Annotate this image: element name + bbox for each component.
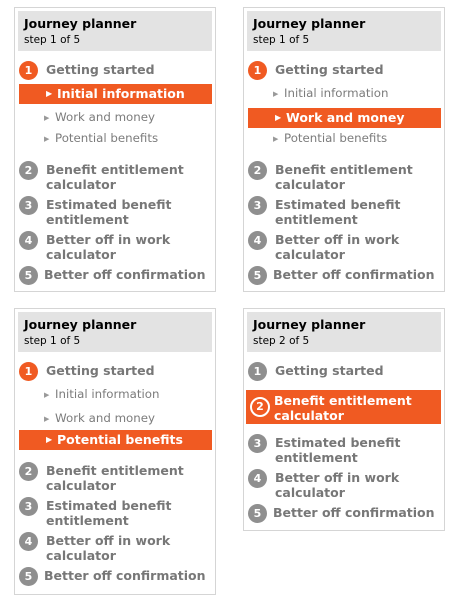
panel-title: Journey planner: [253, 317, 366, 332]
triangle-right-icon: ▶: [46, 435, 53, 444]
triangle-right-icon: ▶: [46, 89, 53, 98]
substep-potential-benefits[interactable]: ▶ Potential benefits: [44, 130, 213, 146]
triangle-right-icon: ▶: [44, 114, 50, 122]
step-number-badge: 5: [248, 504, 267, 523]
step-indicator: step 1 of 5: [253, 34, 310, 46]
step-number-badge: 4: [248, 469, 267, 488]
panel-header: Journey planner step 1 of 5: [18, 312, 212, 352]
substep-label: Potential benefits: [284, 131, 388, 145]
substep-label: Work and money: [286, 110, 405, 125]
substep-label: Potential benefits: [55, 131, 159, 145]
step-label: Getting started: [46, 62, 155, 77]
step-number-badge: 4: [19, 231, 38, 250]
triangle-right-icon: ▶: [273, 135, 279, 143]
step-label: Better off confirmation: [273, 267, 435, 282]
substep-label: Initial information: [284, 86, 389, 100]
step-benefit-entitlement-calculator[interactable]: 2 Benefit entitlement calculator: [246, 390, 441, 424]
step-label: Benefit entitlement calculator: [275, 162, 413, 192]
journey-planner-panel-4: Journey planner step 2 of 5 1 Getting st…: [243, 308, 445, 531]
step-number-badge: 4: [19, 532, 38, 551]
step-number-badge: 2: [250, 397, 270, 417]
step-number-badge: 5: [19, 266, 38, 285]
step-number-badge: 3: [248, 434, 267, 453]
step-number-badge: 1: [248, 362, 267, 381]
step-label: Getting started: [46, 363, 155, 378]
step-label: Estimated benefit entitlement: [275, 197, 401, 227]
step-label: Benefit entitlement calculator: [274, 393, 412, 423]
step-label: Benefit entitlement calculator: [46, 463, 184, 493]
step-label: Better off confirmation: [44, 568, 206, 583]
substep-work-and-money[interactable]: ▶ Work and money: [44, 410, 213, 426]
step-number-badge: 4: [248, 231, 267, 250]
step-number-badge: 1: [248, 61, 267, 80]
step-number-badge: 2: [19, 161, 38, 180]
substep-label: Initial information: [57, 86, 185, 101]
substep-work-and-money[interactable]: ▶ Work and money: [44, 109, 213, 125]
panel-title: Journey planner: [253, 16, 366, 31]
step-number-badge: 1: [19, 362, 38, 381]
step-number-badge: 5: [19, 567, 38, 586]
step-label: Better off in work calculator: [275, 470, 400, 500]
substep-initial-information[interactable]: ▶ Initial information: [273, 85, 442, 101]
panel-header: Journey planner step 1 of 5: [247, 11, 441, 51]
step-label: Better off in work calculator: [275, 232, 400, 262]
step-number-badge: 3: [248, 196, 267, 215]
substep-label: Potential benefits: [57, 432, 183, 447]
journey-planner-panel-3: Journey planner step 1 of 5 1 Getting st…: [14, 308, 216, 595]
journey-planner-panel-1: Journey planner step 1 of 5 1 Getting st…: [14, 7, 216, 292]
triangle-right-icon: ▶: [44, 391, 50, 399]
triangle-right-icon: ▶: [44, 135, 50, 143]
step-label: Better off confirmation: [273, 505, 435, 520]
panel-title: Journey planner: [24, 317, 137, 332]
panel-header: Journey planner step 1 of 5: [18, 11, 212, 51]
step-indicator: step 2 of 5: [253, 335, 310, 347]
triangle-right-icon: ▶: [273, 90, 279, 98]
substep-label: Initial information: [55, 387, 160, 401]
step-number-badge: 2: [19, 462, 38, 481]
step-number-badge: 5: [248, 266, 267, 285]
step-indicator: step 1 of 5: [24, 335, 81, 347]
step-number-badge: 3: [19, 196, 38, 215]
step-label: Estimated benefit entitlement: [46, 498, 172, 528]
journey-planner-panel-2: Journey planner step 1 of 5 1 Getting st…: [243, 7, 445, 292]
step-label: Estimated benefit entitlement: [46, 197, 172, 227]
substep-label: Work and money: [55, 110, 155, 124]
step-label: Better off confirmation: [44, 267, 206, 282]
substep-potential-benefits[interactable]: ▶ Potential benefits: [273, 130, 442, 146]
panel-title: Journey planner: [24, 16, 137, 31]
substep-potential-benefits[interactable]: ▶ Potential benefits: [19, 430, 212, 450]
triangle-right-icon: ▶: [44, 415, 50, 423]
step-number-badge: 2: [248, 161, 267, 180]
step-label: Getting started: [275, 62, 384, 77]
triangle-right-icon: ▶: [275, 113, 282, 122]
substep-work-and-money[interactable]: ▶ Work and money: [248, 108, 441, 128]
step-label: Better off in work calculator: [46, 533, 171, 563]
substep-initial-information[interactable]: ▶ Initial information: [19, 84, 212, 104]
step-label: Better off in work calculator: [46, 232, 171, 262]
step-indicator: step 1 of 5: [24, 34, 81, 46]
panel-header: Journey planner step 2 of 5: [247, 312, 441, 352]
step-label: Estimated benefit entitlement: [275, 435, 401, 465]
step-label: Benefit entitlement calculator: [46, 162, 184, 192]
step-number-badge: 1: [19, 61, 38, 80]
step-number-badge: 3: [19, 497, 38, 516]
step-label: Getting started: [275, 363, 384, 378]
substep-initial-information[interactable]: ▶ Initial information: [44, 386, 213, 402]
substep-label: Work and money: [55, 411, 155, 425]
